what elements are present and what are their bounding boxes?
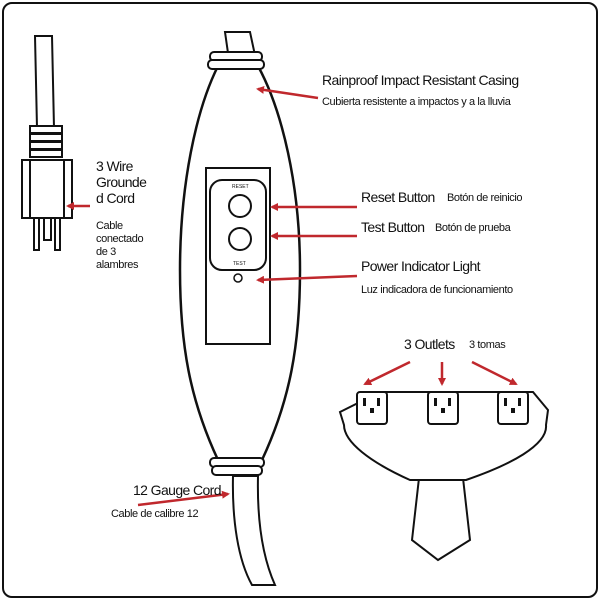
cord-label-es-3: de 3 [96, 246, 116, 258]
cord-label-es-4: alambres [96, 259, 139, 271]
plug-cord [33, 35, 56, 129]
cord-label-es-2: conectado [96, 233, 144, 245]
outlet-block [338, 391, 550, 562]
outlet-slots [363, 398, 521, 413]
reset-label-en: Reset Button [361, 189, 435, 205]
cord-label-en-1: 3 Wire [96, 158, 133, 174]
arrow-outlet-left [363, 360, 411, 386]
power-label-en: Power Indicator Light [361, 258, 481, 274]
callout-arrows [66, 85, 518, 507]
test-button[interactable] [228, 227, 252, 251]
cord-label-es-1: Cable [96, 220, 123, 232]
bottom-cord [231, 475, 277, 586]
power-label-es: Luz indicadora de funcionamiento [361, 284, 513, 296]
arrow-casing [256, 85, 319, 100]
reset-mark: RESET [232, 184, 249, 190]
arrow-power [256, 274, 358, 284]
outlets-label-es: 3 tomas [469, 339, 506, 351]
arrow-gauge [137, 490, 230, 507]
test-label-es: Botón de prueba [435, 222, 511, 234]
test-mark: TEST [233, 261, 246, 267]
cord-label-en-2: Grounde [96, 174, 147, 190]
test-label-en: Test Button [361, 219, 425, 235]
control-panel [205, 167, 271, 345]
cord-label-en-3: d Cord [96, 190, 135, 206]
casing-label-es: Cubierta resistente a impactos y a la ll… [322, 96, 511, 108]
outlets-label-en: 3 Outlets [404, 336, 455, 352]
arrow-outlet-right [471, 360, 518, 386]
casing-label-en: Rainproof Impact Resistant Casing [322, 72, 519, 88]
frame-border [2, 2, 598, 598]
reset-label-es: Botón de reinicio [447, 192, 523, 204]
casing-bands [207, 51, 265, 476]
plug [21, 125, 73, 251]
power-indicator-light [233, 273, 243, 283]
gauge-label-en: 12 Gauge Cord [133, 482, 222, 498]
gauge-label-es: Cable de calibre 12 [111, 508, 199, 520]
reset-button[interactable] [228, 194, 252, 218]
